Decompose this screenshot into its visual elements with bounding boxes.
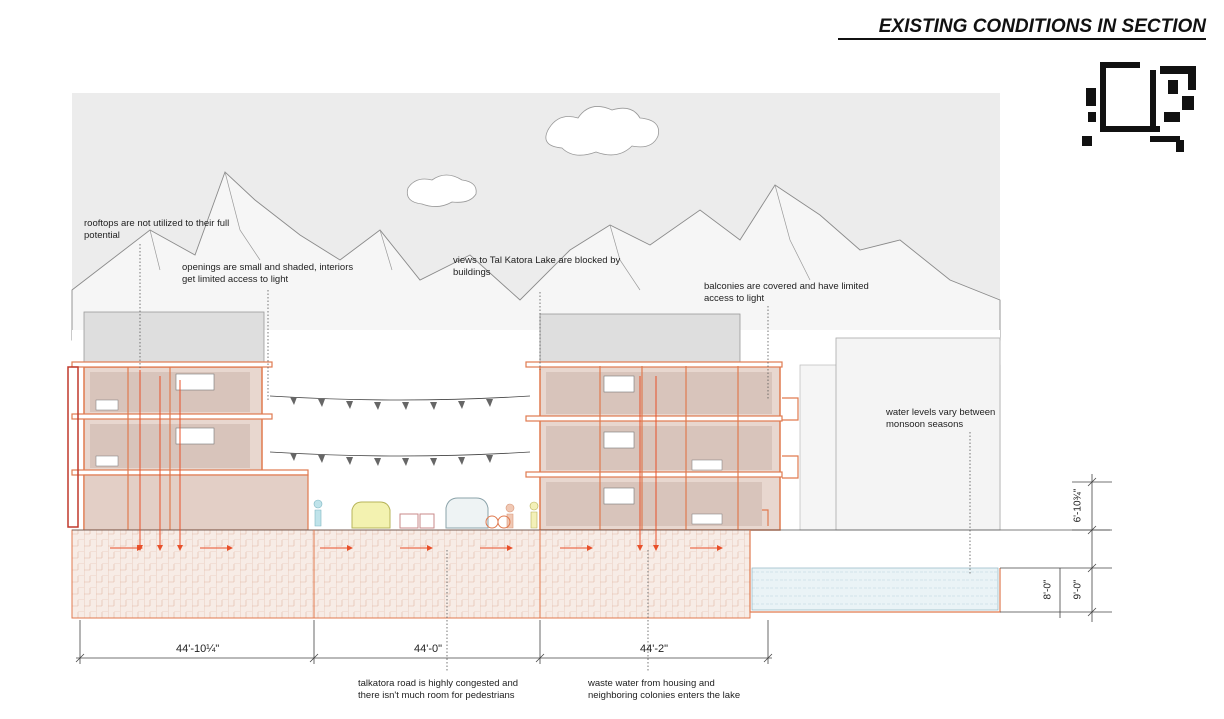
road-traffic — [313, 497, 539, 529]
dimension-lake-depth-a: 8'-0" — [1042, 579, 1054, 600]
lake-water — [751, 567, 999, 611]
right-building — [525, 313, 799, 531]
car-icon — [399, 513, 435, 529]
note-openings: openings are small and shaded, interiors… — [182, 262, 354, 285]
note-water-levels: water levels vary between monsoon season… — [886, 407, 996, 430]
note-road: talkatora road is highly congested and t… — [358, 678, 519, 701]
dimension-lake-depth-b: 9'-0" — [1072, 579, 1084, 600]
person-icon — [313, 499, 323, 509]
person-icon — [505, 503, 515, 513]
key-map-icon — [1082, 62, 1196, 152]
bunting-string — [269, 451, 531, 457]
bunting-string — [269, 395, 531, 401]
title-underline — [838, 38, 1206, 40]
ground-section — [71, 529, 751, 619]
cloud-icon — [406, 174, 477, 207]
left-building — [67, 311, 309, 531]
person-icon — [529, 501, 539, 511]
car-icon — [445, 497, 489, 529]
note-rooftops: rooftops are not utilized to their full … — [84, 218, 230, 241]
cloud-icon — [545, 106, 659, 156]
car-icon — [351, 501, 391, 529]
note-balconies: balconies are covered and have limited a… — [704, 281, 869, 304]
note-waste-water: waste water from housing and neighboring… — [588, 678, 741, 701]
dimension-height-upper: 6'-10¾" — [1072, 488, 1084, 523]
dimension-right-block: 44'-2" — [640, 643, 669, 655]
dimension-road: 44'-0" — [414, 643, 443, 655]
dimension-left-block: 44'-10¼" — [176, 643, 220, 655]
note-views: views to Tal Katora Lake are blocked by … — [453, 255, 621, 278]
page-title: EXISTING CONDITIONS IN SECTION — [878, 16, 1206, 37]
